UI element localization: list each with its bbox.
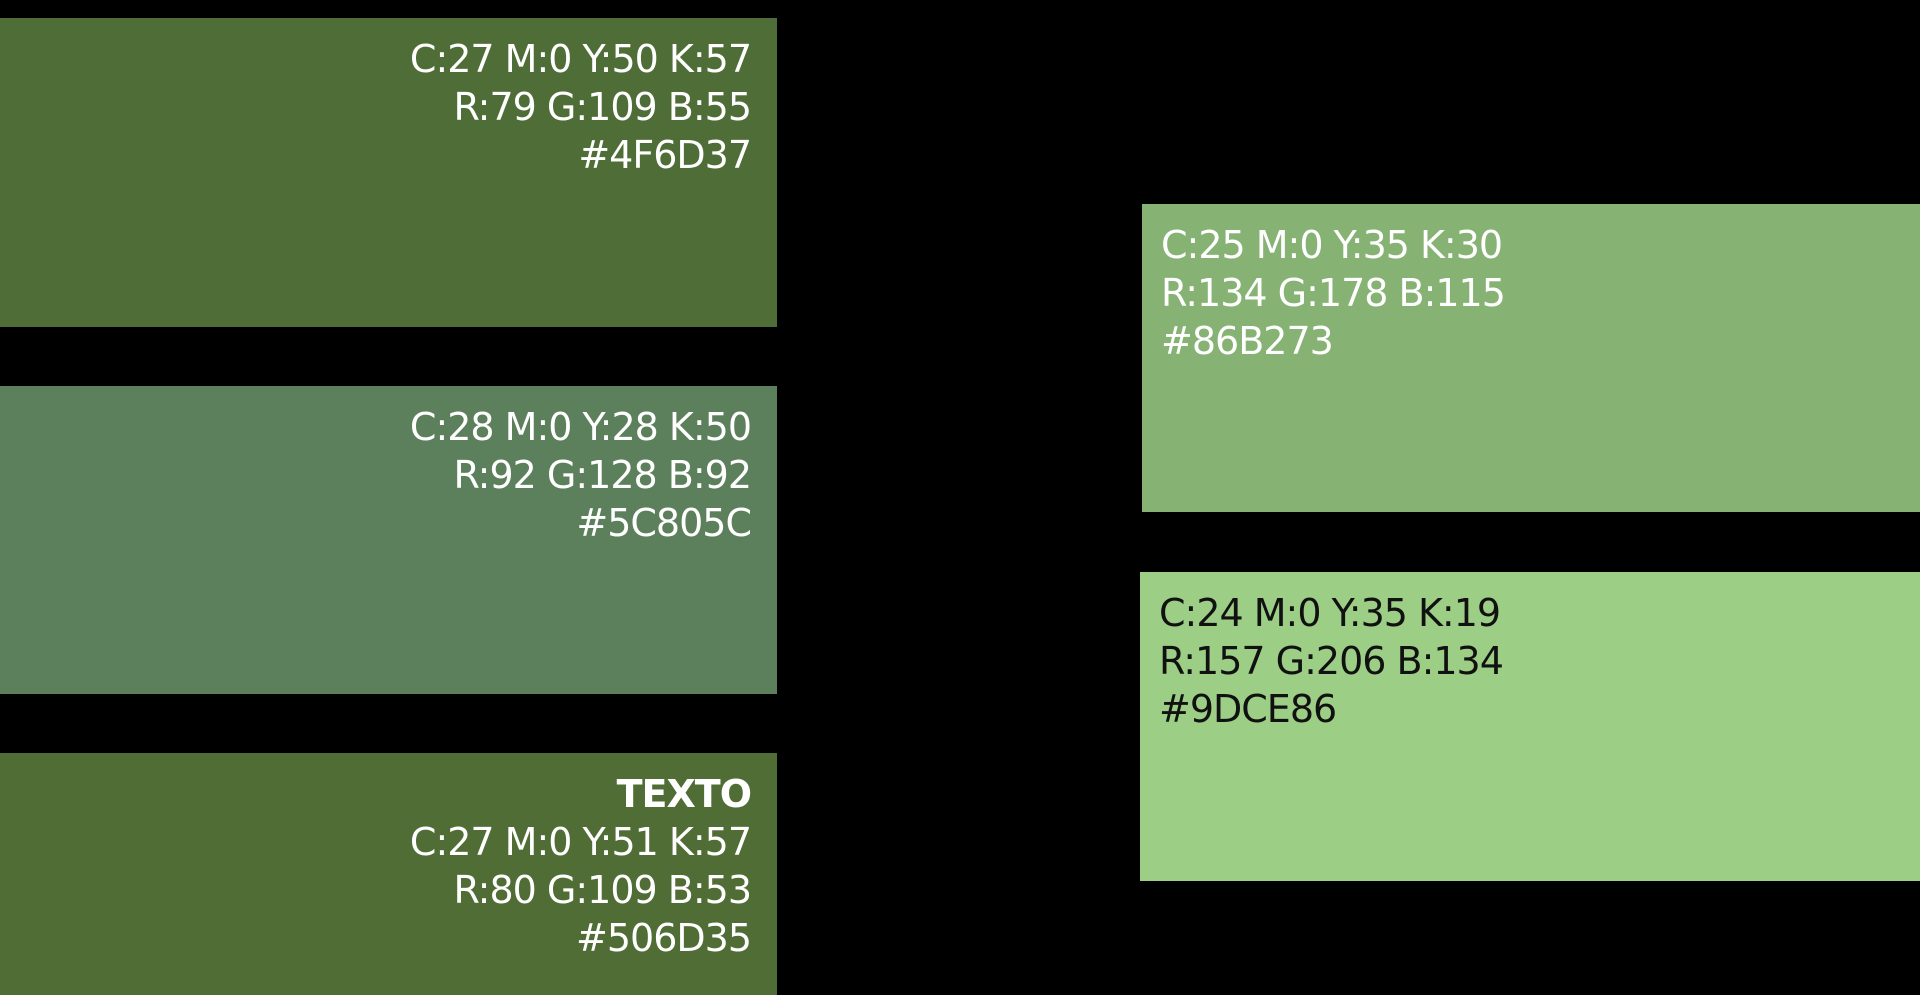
swatch-medium-green: C:25 M:0 Y:35 K:30 R:134 G:178 B:115 #86… xyxy=(1142,204,1920,512)
swatch-hex: #4F6D37 xyxy=(578,133,752,177)
swatch-gray-green: C:28 M:0 Y:28 K:50 R:92 G:128 B:92 #5C80… xyxy=(0,386,777,694)
swatch-rgb: R:157 G:206 B:134 xyxy=(1159,639,1504,683)
swatch-rgb: R:80 G:109 B:53 xyxy=(453,868,752,912)
swatch-rgb: R:134 G:178 B:115 xyxy=(1161,271,1506,315)
swatch-cmyk: C:28 M:0 Y:28 K:50 xyxy=(409,405,752,449)
swatch-cmyk: C:24 M:0 Y:35 K:19 xyxy=(1159,591,1501,635)
swatch-rgb: R:79 G:109 B:55 xyxy=(453,85,752,129)
swatch-text-green: TEXTO C:27 M:0 Y:51 K:57 R:80 G:109 B:53… xyxy=(0,753,777,995)
swatch-hex: #506D35 xyxy=(576,916,752,960)
swatch-rgb: R:92 G:128 B:92 xyxy=(453,453,752,497)
swatch-cmyk: C:27 M:0 Y:51 K:57 xyxy=(409,820,752,864)
swatch-hex: #5C805C xyxy=(576,501,752,545)
swatch-cmyk: C:27 M:0 Y:50 K:57 xyxy=(409,37,752,81)
swatch-cmyk: C:25 M:0 Y:35 K:30 xyxy=(1161,223,1503,267)
swatch-title: TEXTO xyxy=(616,772,752,816)
swatch-dark-green: C:27 M:0 Y:50 K:57 R:79 G:109 B:55 #4F6D… xyxy=(0,18,777,327)
swatch-light-green: C:24 M:0 Y:35 K:19 R:157 G:206 B:134 #9D… xyxy=(1140,572,1920,881)
swatch-hex: #9DCE86 xyxy=(1159,687,1337,731)
swatch-hex: #86B273 xyxy=(1161,319,1334,363)
